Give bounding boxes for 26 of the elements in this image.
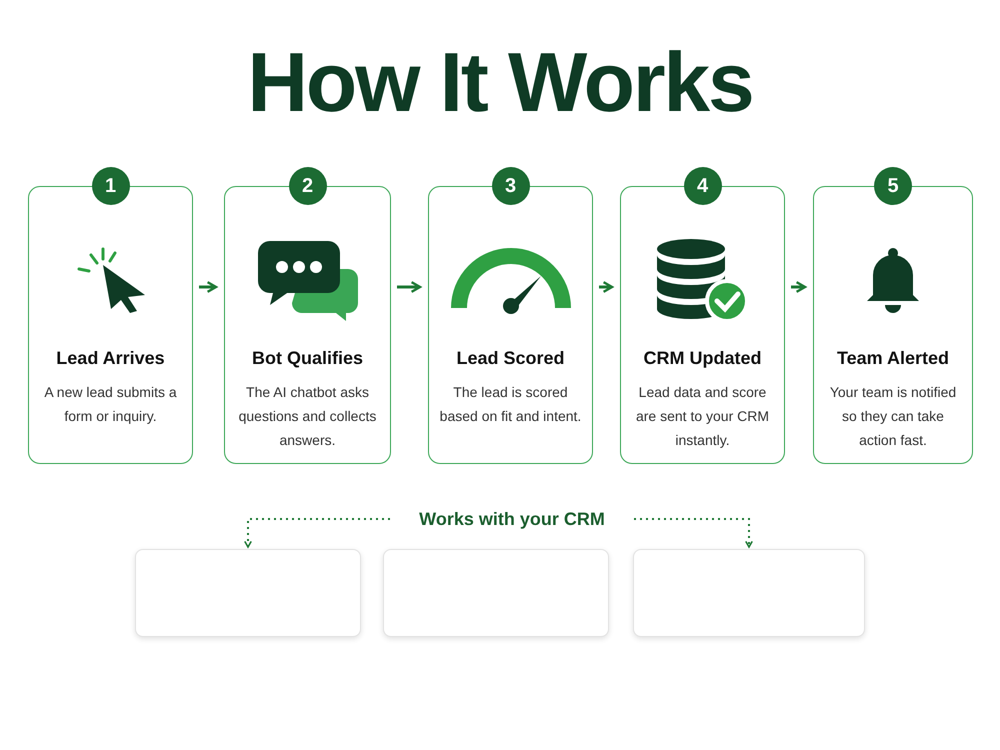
step-title: CRM Updated [644, 347, 762, 370]
arrow [599, 281, 614, 293]
step-number-badge: 5 [874, 167, 912, 205]
integration-card [383, 549, 609, 637]
step-description: Your team is notified so they can take action fast. [828, 383, 958, 450]
step-title: Team Alerted [836, 347, 950, 370]
step-description: The AI chatbot asks questions and collects answers. [238, 383, 378, 450]
step-title: Bot Qualifies [252, 347, 363, 370]
arrow [199, 281, 218, 293]
arrow [397, 281, 422, 293]
step-title: Lead Arrives [56, 347, 165, 370]
step-number-badge: 2 [288, 167, 326, 205]
arrow [634, 518, 753, 548]
title: How It Works [246, 40, 754, 124]
integration-card [633, 549, 865, 637]
section-heading: Works with your CRM [419, 508, 605, 531]
step-number-badge: 4 [684, 167, 722, 205]
step-description: The lead is scored based on fit and intent. [438, 383, 582, 426]
step-description: A new lead submits a form or inquiry. [43, 383, 178, 426]
step-description: Lead data and score are sent to your CRM instantly. [634, 383, 770, 450]
step-number-badge: 3 [492, 167, 530, 205]
arrow [244, 518, 390, 548]
step-number-badge: 1 [92, 167, 130, 205]
integration-card [135, 549, 361, 637]
arrow [791, 281, 806, 293]
step-title: Lead Scored [456, 347, 565, 370]
